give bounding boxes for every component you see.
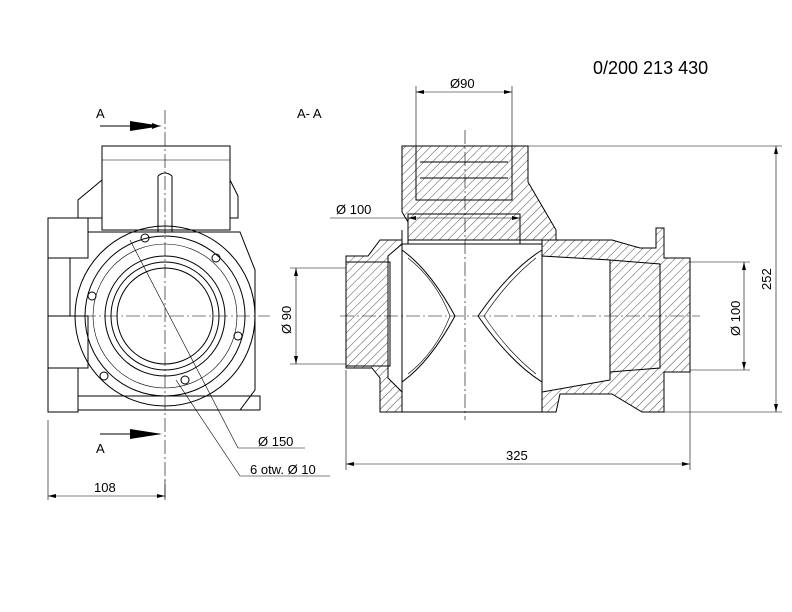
right-outlet-dimension: Ø 100 [728, 301, 743, 336]
side-view [47, 110, 330, 500]
section-marker-top: A [96, 106, 105, 121]
inner-bore-dimension: Ø 100 [336, 202, 371, 217]
side-width-dimension: 108 [94, 480, 116, 495]
part-number: 0/200 213 430 [593, 58, 708, 78]
height-dimension: 252 [759, 268, 774, 290]
inner-bore-dimension-line [330, 216, 520, 220]
section-marker-bottom: A [96, 441, 105, 456]
right-outlet-dimension-line [690, 261, 750, 371]
section-arrow-bottom [130, 429, 162, 439]
length-dimension-line [345, 370, 691, 470]
left-inlet-dimension-line [290, 267, 346, 365]
left-inlet-dimension: Ø 90 [279, 306, 294, 334]
height-dimension-line [528, 145, 782, 413]
flange-circle-dimension: Ø 150 [258, 434, 293, 449]
top-inlet-dimension-line [415, 86, 513, 146]
section-arrow-top [130, 121, 162, 131]
top-inlet-dimension: Ø90 [450, 76, 475, 91]
side-width-dimension-line [47, 420, 166, 500]
holes-dimension: 6 otw. Ø 10 [250, 462, 316, 477]
length-dimension: 325 [506, 448, 528, 463]
section-label: A- A [297, 106, 322, 121]
section-view [340, 130, 700, 420]
